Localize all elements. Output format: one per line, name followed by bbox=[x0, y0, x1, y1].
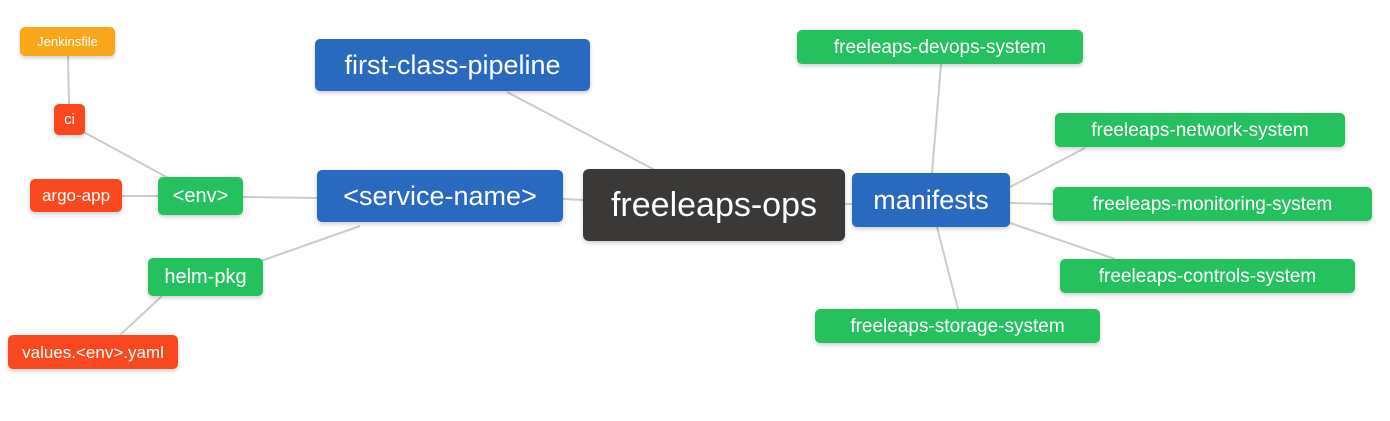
edge-manifests-monitoring bbox=[1009, 202, 1054, 205]
edge-manifests-devops bbox=[931, 63, 942, 174]
node-manifests[interactable]: manifests bbox=[852, 173, 1010, 227]
edge-manifests-network bbox=[1009, 147, 1086, 188]
node-freeleaps-controls-system[interactable]: freeleaps-controls-system bbox=[1060, 259, 1355, 293]
edge-manifests-storage bbox=[936, 226, 959, 310]
node-freeleaps-storage-system[interactable]: freeleaps-storage-system bbox=[815, 309, 1100, 343]
edge-manifests-controls bbox=[1009, 222, 1116, 260]
node-freeleaps-devops-system[interactable]: freeleaps-devops-system bbox=[797, 30, 1083, 64]
node-freeleaps-ops-root[interactable]: freeleaps-ops bbox=[583, 169, 845, 241]
node-ci[interactable]: ci bbox=[54, 104, 85, 135]
edge-service-name-root bbox=[562, 198, 584, 201]
node-freeleaps-monitoring-system[interactable]: freeleaps-monitoring-system bbox=[1053, 187, 1372, 221]
edge-env-service-name bbox=[242, 196, 318, 199]
node-first-class-pipeline[interactable]: first-class-pipeline bbox=[315, 39, 590, 91]
node-service-name[interactable]: <service-name> bbox=[317, 170, 563, 222]
node-jenkinsfile[interactable]: Jenkinsfile bbox=[20, 27, 115, 56]
edge-jenkinsfile-ci bbox=[67, 55, 70, 105]
node-helm-pkg[interactable]: helm-pkg bbox=[148, 258, 263, 296]
edge-ci-env bbox=[81, 130, 171, 180]
node-env[interactable]: <env> bbox=[158, 177, 243, 215]
node-freeleaps-network-system[interactable]: freeleaps-network-system bbox=[1055, 113, 1345, 147]
edge-helm-pkg-values bbox=[119, 295, 163, 336]
node-values-env-yaml[interactable]: values.<env>.yaml bbox=[8, 335, 178, 369]
node-argo-app[interactable]: argo-app bbox=[30, 179, 122, 212]
edge-service-name-helm-pkg bbox=[257, 225, 361, 263]
edge-pipeline-root bbox=[506, 91, 656, 171]
